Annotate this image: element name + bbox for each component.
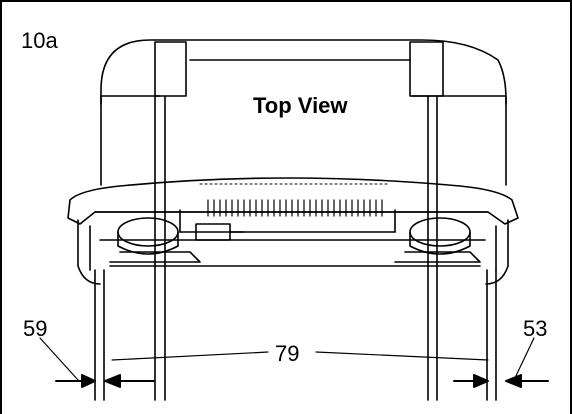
clearance-arrows bbox=[55, 374, 549, 388]
leader-53 bbox=[513, 337, 535, 381]
view-title: Top View bbox=[253, 93, 348, 118]
upright-handlebar-frame bbox=[100, 39, 507, 401]
base-frame bbox=[77, 209, 509, 285]
callout-label-left: 59 bbox=[23, 316, 48, 341]
callout-label-right: 53 bbox=[523, 316, 548, 341]
motor-hood bbox=[67, 177, 519, 225]
figure-number: 10a bbox=[21, 28, 58, 53]
callout-leaders bbox=[39, 337, 535, 381]
callout-label-center: 79 bbox=[275, 341, 300, 366]
leader-79-right bbox=[315, 351, 489, 361]
frame-rails bbox=[94, 269, 497, 401]
vent-ribs bbox=[207, 199, 383, 217]
leader-79-left bbox=[111, 351, 269, 361]
leader-59 bbox=[39, 337, 79, 381]
